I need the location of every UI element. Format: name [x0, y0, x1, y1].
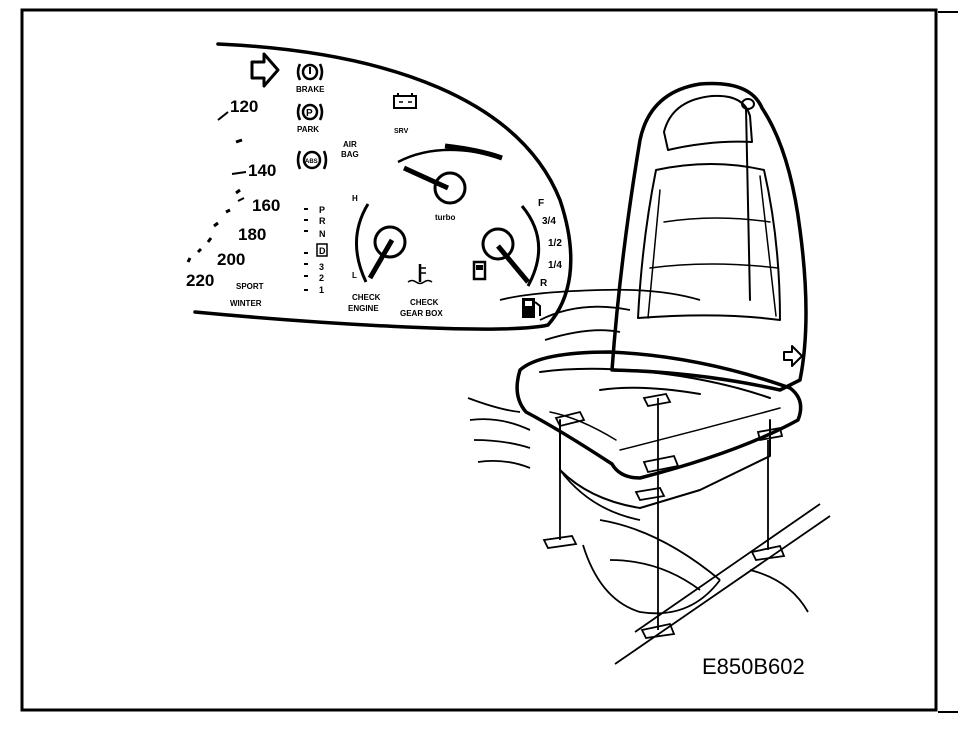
fuel-mark-reserve: R: [540, 278, 548, 289]
seat-illustration: [467, 81, 831, 665]
gear-3: 3: [319, 262, 324, 272]
cluster-outline: [193, 42, 573, 331]
mode-sport-label: SPORT: [236, 282, 264, 291]
abs-icon: ABS: [296, 150, 328, 170]
abs-symbol: ABS: [305, 159, 318, 165]
park-label: PARK: [297, 125, 319, 134]
battery-icon: [393, 93, 417, 109]
fuel-gauge: [481, 205, 541, 287]
temp-low-label: L: [352, 271, 357, 280]
seat-cushion: [515, 350, 803, 480]
fuel-pump-icon: [522, 298, 541, 318]
seat-back-panel: [637, 163, 781, 321]
park-symbol: P: [306, 108, 313, 119]
fuel-mark-full: F: [538, 198, 544, 209]
mounting-points: [542, 392, 786, 639]
fuel-reserve-icon: [472, 260, 487, 281]
speed-label-120: 120: [230, 97, 258, 116]
figure-border: [20, 8, 938, 712]
mode-winter-label: WINTER: [230, 299, 262, 308]
seat-frame: [559, 419, 771, 509]
gear-1: 1: [319, 285, 324, 295]
interior-background: [467, 288, 831, 665]
coolant-icon: [407, 264, 433, 285]
figure-code: E850B602: [702, 654, 805, 679]
oil-service-label: SRV: [394, 128, 409, 135]
temp-high-label: H: [352, 194, 358, 203]
speed-label-180: 180: [238, 225, 266, 244]
park-brake-icon: P: [296, 103, 324, 121]
gear-d-box: [316, 243, 328, 257]
turbo-gauge: [397, 143, 503, 205]
gear-2: 2: [319, 273, 324, 283]
gear-indicator: [304, 208, 328, 291]
airbag-label: AIR BAG: [341, 140, 359, 159]
check-gearbox-label: CHECK GEAR BOX: [400, 298, 443, 318]
speed-label-200: 200: [217, 250, 245, 269]
turbo-label: turbo: [435, 213, 456, 222]
temperature-gauge: [355, 203, 407, 283]
check-engine-label: CHECK ENGINE: [348, 293, 383, 313]
gear-d: D: [319, 246, 326, 256]
instrument-cluster: 120 140 160 180 200 220 BRAKE P PARK ABS: [186, 42, 573, 331]
seat-backrest: [610, 81, 808, 392]
headrest-pin: [741, 98, 755, 110]
gear-p: P: [319, 205, 325, 215]
turn-arrow-icon: [250, 52, 280, 88]
speed-label-140: 140: [248, 161, 276, 180]
seat-headrest-seam: [663, 94, 753, 151]
seat-heater-arrow-icon: [783, 345, 803, 367]
speed-label-220: 220: [186, 271, 214, 290]
fuel-mark-half: 1/2: [548, 238, 562, 249]
brake-warning-icon: [296, 63, 324, 81]
gear-r: R: [319, 216, 326, 226]
speedometer-scale: [186, 111, 247, 263]
fuel-mark-three-quarter: 3/4: [542, 216, 556, 227]
brake-label: BRAKE: [296, 85, 325, 94]
speed-label-160: 160: [252, 196, 280, 215]
fuel-mark-quarter: 1/4: [548, 260, 562, 271]
gear-n: N: [319, 229, 326, 239]
